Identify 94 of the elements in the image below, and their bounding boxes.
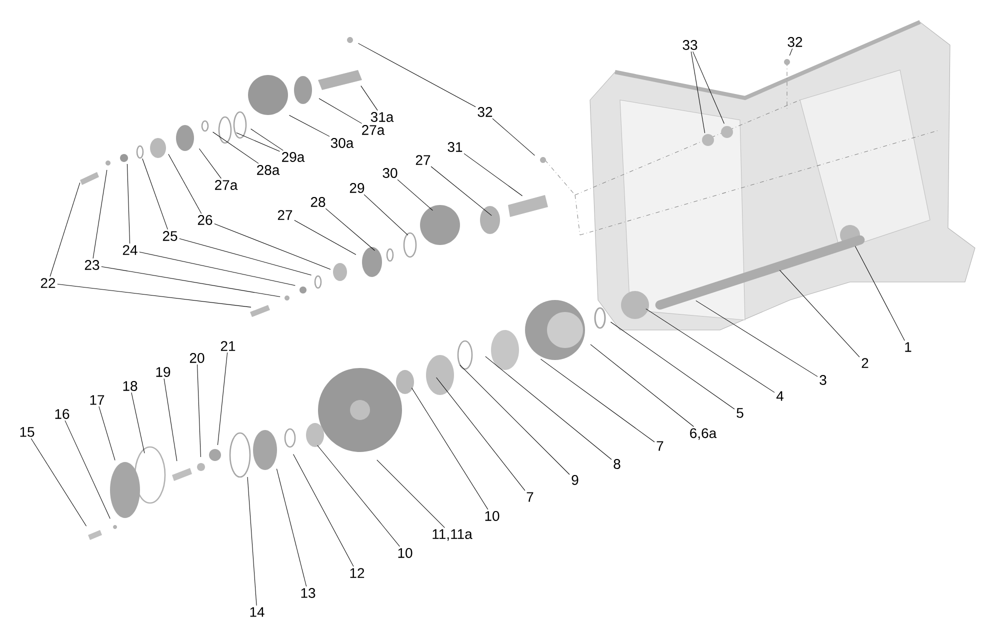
callout-number: 32 (788, 37, 802, 47)
callout-number: 27 (416, 155, 430, 165)
leader-line (179, 238, 312, 276)
callout-number: 24 (122, 245, 138, 255)
callout-number: 30a (330, 138, 354, 148)
callout-number: 29a (282, 152, 305, 162)
callout-number: 27 (278, 210, 292, 220)
leader-line (101, 266, 280, 298)
callout-number: 31 (448, 142, 462, 152)
callout-number: 12 (350, 568, 364, 578)
callout-number: 31a (370, 112, 394, 122)
callout-number: 16 (55, 409, 70, 419)
leader-line (217, 352, 228, 446)
leader-line (142, 158, 168, 230)
leader-line (64, 420, 110, 519)
leader-line (247, 476, 257, 606)
leader-line (411, 388, 488, 510)
callout-number: 9 (572, 475, 578, 485)
callout-number: 11,11a (432, 529, 472, 541)
leader-line (317, 445, 400, 547)
leader-line (276, 468, 307, 587)
callout-number: 21 (220, 341, 236, 351)
callout-number: 7 (526, 492, 534, 502)
leader-line (696, 300, 818, 377)
leader-line (690, 51, 706, 134)
leader-line (293, 454, 354, 567)
callout-number: 33 (682, 40, 698, 50)
callout-number: 5 (736, 408, 744, 418)
callout-number: 2 (862, 358, 868, 368)
leader-line (126, 164, 130, 244)
leader-line (294, 220, 356, 255)
callout-number: 23 (84, 260, 100, 270)
callout-number: 17 (90, 395, 104, 405)
leader-line (288, 115, 330, 137)
leader-line (430, 166, 492, 216)
leader-line (236, 132, 280, 152)
leader-line (214, 223, 331, 270)
callout-number: 25 (162, 231, 178, 241)
leader-line (436, 377, 526, 491)
leader-line (198, 148, 222, 179)
callout-number: 27a (215, 180, 238, 190)
leader-line (139, 252, 296, 286)
callout-number: 27a (362, 125, 385, 135)
callout-number: 4 (776, 391, 784, 401)
callout-number: 10 (398, 548, 412, 558)
leader-line (164, 378, 178, 462)
leader-line (464, 153, 523, 196)
callout-number: 18 (123, 381, 138, 391)
leader-line (692, 51, 724, 124)
leader-line (212, 132, 259, 164)
callout-number: 13 (301, 588, 316, 598)
callout-number: 8 (614, 459, 620, 469)
leader-line (540, 358, 655, 442)
leader-line (485, 356, 612, 460)
leader-line (250, 128, 284, 151)
callout-number: 20 (190, 353, 204, 363)
callout-number: 19 (156, 367, 170, 377)
leader-line (30, 438, 87, 526)
leader-line (364, 194, 408, 236)
leader-line (646, 308, 775, 393)
leader-line (779, 270, 860, 358)
leader-line (358, 43, 476, 108)
leader-line (196, 364, 201, 458)
callout-number: 6,6a (690, 428, 717, 440)
callout-number: 7 (656, 441, 664, 451)
leader-line (460, 364, 570, 475)
callout-number: 14 (250, 607, 264, 617)
leader-line (50, 182, 80, 277)
callout-number: 10 (485, 511, 500, 521)
leader-line (360, 86, 378, 111)
leader-line (131, 392, 145, 454)
callout-number: 3 (820, 375, 826, 385)
callout-number: 28 (310, 197, 326, 207)
callout-number: 22 (40, 278, 56, 288)
leader-line (397, 179, 433, 211)
leader-line (376, 460, 445, 528)
leader-line (92, 170, 108, 259)
leader-line (789, 48, 793, 56)
callout-number: 29 (350, 183, 364, 193)
callout-number: 26 (198, 215, 212, 225)
leader-line (57, 284, 252, 308)
callout-number: 32 (478, 107, 492, 117)
leader-line (98, 406, 116, 461)
leader-line (854, 246, 905, 341)
callout-number: 28a (257, 165, 280, 175)
callout-number: 1 (905, 342, 912, 352)
leader-line (610, 322, 735, 410)
callout-number: 30 (382, 168, 398, 178)
leader-line (590, 344, 694, 427)
leader-line (168, 154, 202, 214)
callout-number: 15 (20, 427, 34, 437)
leader-line (492, 118, 535, 156)
leader-line (325, 208, 375, 251)
leader-line (318, 98, 362, 124)
